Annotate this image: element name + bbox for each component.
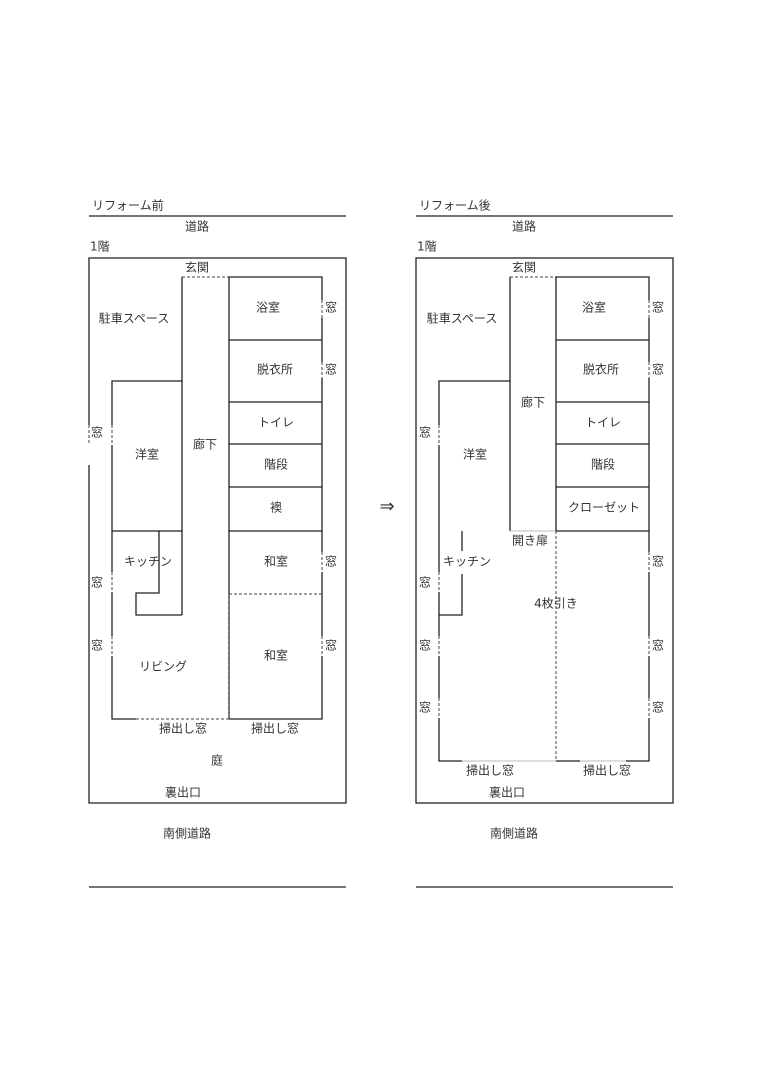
arrow-icon: ⇒	[379, 496, 394, 517]
bath-label: 浴室	[582, 300, 606, 315]
room-dividers	[556, 339, 649, 532]
closet-label: クローゼット	[568, 501, 640, 515]
parking-label: 駐車スペース	[427, 311, 498, 326]
floor-label: 1階	[90, 239, 110, 254]
window-label: 窓	[325, 554, 337, 569]
kitchen-counter	[439, 531, 463, 616]
plan-after: リフォーム後 道路 1階 玄関 駐車スペース 洋室 廊下 浴室 脱衣所 トイレ …	[415, 199, 674, 888]
entrance-label: 玄関	[512, 260, 536, 275]
plan-title: リフォーム前	[92, 198, 164, 213]
hallway-label: 廊下	[193, 437, 217, 452]
japanese-room-label: 和室	[264, 554, 288, 569]
entrance-label: 玄関	[185, 260, 209, 275]
hinged-door-label: 開き扉	[512, 534, 548, 548]
lot-boundary	[88, 257, 347, 804]
sweep-window-label: 掃出し窓	[583, 763, 631, 778]
window-label: 窓	[652, 362, 664, 377]
parking-label: 駐車スペース	[99, 311, 170, 326]
window-label: 窓	[652, 700, 664, 715]
sweep-window-label: 掃出し窓	[466, 763, 514, 778]
dressing-label: 脱衣所	[257, 362, 293, 377]
west-walls	[111, 380, 182, 720]
wet-area-walls	[555, 276, 650, 762]
window-label: 窓	[419, 638, 431, 653]
plan-title: リフォーム後	[419, 199, 491, 213]
south-road-label: 南側道路	[490, 826, 538, 841]
plan-before: リフォーム前 道路 1階 玄関 駐車スペース 洋室 廊下 浴室 脱衣所 トイレ	[88, 198, 347, 888]
back-exit-label: 裏出口	[165, 785, 201, 800]
stairs-label: 階段	[591, 457, 615, 472]
room-dividers	[229, 339, 322, 532]
sweep-window-label: 掃出し窓	[159, 721, 207, 736]
window-label: 窓	[91, 638, 103, 653]
living-label: リビング	[139, 660, 187, 674]
window-label: 窓	[91, 425, 103, 440]
kitchen-label: キッチン	[124, 555, 172, 569]
window-label: 窓	[419, 425, 431, 440]
window-label: 窓	[325, 362, 337, 377]
sliding-door-label: 4枚引き	[534, 596, 578, 611]
back-exit-label: 裏出口	[489, 785, 525, 800]
dressing-label: 脱衣所	[583, 362, 619, 377]
toilet-label: トイレ	[585, 416, 621, 430]
window-label: 窓	[419, 575, 431, 590]
sweep-window-label: 掃出し窓	[251, 721, 299, 736]
fusuma-label: 襖	[270, 500, 282, 515]
western-room-label: 洋室	[135, 447, 159, 462]
west-walls	[438, 380, 510, 762]
stairs-label: 階段	[264, 457, 288, 472]
bath-label: 浴室	[256, 300, 280, 315]
kitchen-label: キッチン	[443, 555, 491, 569]
window-label: 窓	[325, 638, 337, 653]
window-label: 窓	[325, 300, 337, 315]
window-label: 窓	[652, 300, 664, 315]
road-label: 道路	[512, 219, 536, 234]
western-room-label: 洋室	[463, 447, 487, 462]
south-road-label: 南側道路	[163, 826, 211, 841]
toilet-label: トイレ	[258, 416, 294, 430]
window-label: 窓	[652, 554, 664, 569]
window-label: 窓	[652, 638, 664, 653]
window-label: 窓	[91, 575, 103, 590]
hallway-label: 廊下	[521, 395, 545, 410]
japanese-room-label: 和室	[264, 648, 288, 663]
road-label: 道路	[185, 219, 209, 234]
lot-boundary	[415, 257, 674, 804]
window-label: 窓	[419, 700, 431, 715]
kitchen-counter	[135, 531, 182, 616]
floor-label: 1階	[417, 239, 437, 254]
garden-label: 庭	[211, 753, 223, 768]
